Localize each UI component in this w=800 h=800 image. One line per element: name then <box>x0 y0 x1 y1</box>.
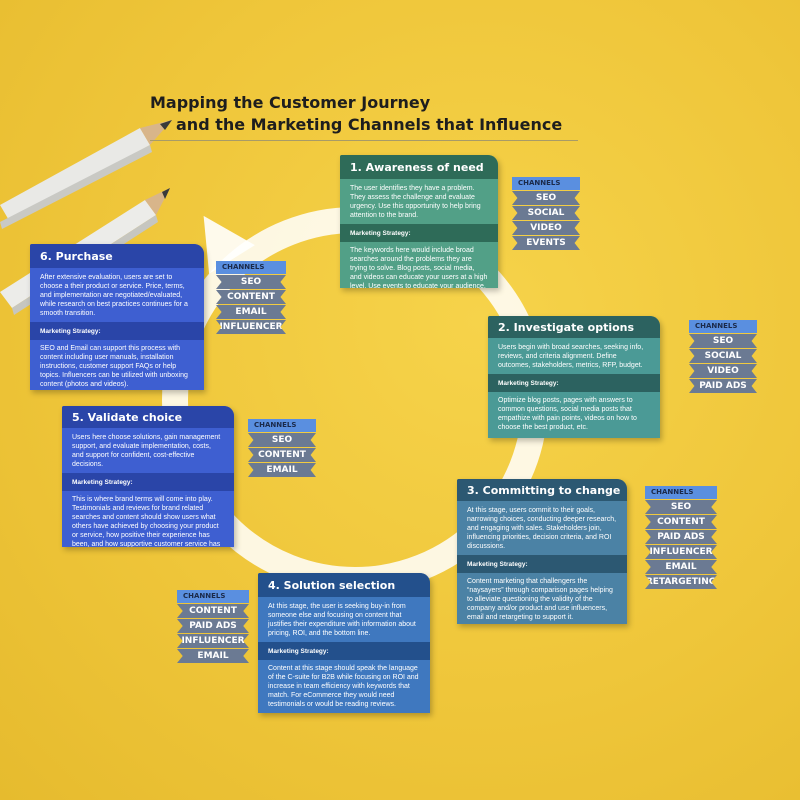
stage-card-solution-selection: 4. Solution selection At this stage, the… <box>258 573 430 713</box>
stage-description: The user identifies they have a problem.… <box>350 185 481 219</box>
channels-header: CHANNELS <box>248 419 316 432</box>
channels-header: CHANNELS <box>645 486 717 499</box>
stage-title: 3. Committing to change <box>457 479 627 501</box>
channel-tag: EMAIL <box>645 560 717 574</box>
channel-tag: EMAIL <box>248 463 316 477</box>
stage-description: Users here choose solutions, gain manage… <box>72 434 221 468</box>
channel-tag: SEO <box>645 500 717 514</box>
marketing-strategy-label: Marketing Strategy: <box>62 473 234 491</box>
channel-tag: INFLUENCER <box>645 545 717 559</box>
stage-strategy: The keywords here would include broad se… <box>350 247 488 288</box>
stage-description: Users begin with broad searches, seeking… <box>498 344 644 369</box>
stage-title: 6. Purchase <box>30 244 204 268</box>
channel-tag: CONTENT <box>177 604 249 618</box>
stage-card-investigate: 2. Investigate options Users begin with … <box>488 316 660 438</box>
channels-list-purchase: CHANNELS SEO CONTENT EMAIL INFLUENCER <box>216 261 286 334</box>
channel-tag: SEO <box>512 191 580 205</box>
stage-strategy: Optimize blog posts, pages with answers … <box>498 397 637 431</box>
channels-list-committing: CHANNELS SEO CONTENT PAID ADS INFLUENCER… <box>645 486 717 589</box>
stage-description: At this stage, the user is seeking buy-i… <box>268 603 416 637</box>
channel-tag: INFLUENCER <box>177 634 249 648</box>
channels-list-awareness: CHANNELS SEO SOCIAL VIDEO EVENTS <box>512 177 580 250</box>
channels-header: CHANNELS <box>216 261 286 274</box>
channel-tag: VIDEO <box>689 364 757 378</box>
marketing-strategy-label: Marketing Strategy: <box>457 555 627 573</box>
stage-description: At this stage, users commit to their goa… <box>467 507 617 550</box>
channel-tag: PAID ADS <box>645 530 717 544</box>
channel-tag: SEO <box>248 433 316 447</box>
stage-card-committing: 3. Committing to change At this stage, u… <box>457 479 627 624</box>
stage-title: 4. Solution selection <box>258 573 430 597</box>
stage-card-validate: 5. Validate choice Users here choose sol… <box>62 406 234 547</box>
channel-tag: EMAIL <box>177 649 249 663</box>
stage-title: 1. Awareness of need <box>340 155 498 179</box>
marketing-strategy-label: Marketing Strategy: <box>340 224 498 242</box>
channel-tag: CONTENT <box>248 448 316 462</box>
pencil-illustration <box>0 120 172 229</box>
title-line-1: Mapping the Customer Journey <box>150 93 431 112</box>
channels-header: CHANNELS <box>177 590 249 603</box>
stage-title: 5. Validate choice <box>62 406 234 428</box>
channel-tag: PAID ADS <box>689 379 757 393</box>
channels-list-validate: CHANNELS SEO CONTENT EMAIL <box>248 419 316 477</box>
channel-tag: EMAIL <box>216 305 286 319</box>
stage-description: After extensive evaluation, users are se… <box>40 274 188 317</box>
channel-tag: RETARGETING <box>645 575 717 589</box>
stage-strategy: Content at this stage should speak the l… <box>268 665 419 708</box>
stage-title: 2. Investigate options <box>488 316 660 338</box>
channel-tag: SOCIAL <box>512 206 580 220</box>
marketing-strategy-label: Marketing Strategy: <box>30 322 204 340</box>
stage-card-purchase: 6. Purchase After extensive evaluation, … <box>30 244 204 390</box>
stage-strategy: Content marketing that challengers the “… <box>467 578 613 621</box>
title-line-2: and the Marketing Channels that Influenc… <box>176 115 563 134</box>
channels-header: CHANNELS <box>512 177 580 190</box>
channel-tag: CONTENT <box>645 515 717 529</box>
stage-card-awareness: 1. Awareness of need The user identifies… <box>340 155 498 288</box>
page-title: Mapping the Customer Journey and the Mar… <box>150 92 562 136</box>
channels-header: CHANNELS <box>689 320 757 333</box>
channels-list-investigate: CHANNELS SEO SOCIAL VIDEO PAID ADS <box>689 320 757 393</box>
channel-tag: VIDEO <box>512 221 580 235</box>
channel-tag: INFLUENCER <box>216 320 286 334</box>
stage-strategy: SEO and Email can support this process w… <box>40 345 188 388</box>
channel-tag: CONTENT <box>216 290 286 304</box>
channel-tag: EVENTS <box>512 236 580 250</box>
marketing-strategy-label: Marketing Strategy: <box>258 642 430 660</box>
marketing-strategy-label: Marketing Strategy: <box>488 374 660 392</box>
title-divider <box>150 140 578 141</box>
channels-list-solution-selection: CHANNELS CONTENT PAID ADS INFLUENCER EMA… <box>177 590 249 663</box>
stage-strategy: This is where brand terms will come into… <box>72 496 221 547</box>
channel-tag: SEO <box>216 275 286 289</box>
channel-tag: SEO <box>689 334 757 348</box>
channel-tag: SOCIAL <box>689 349 757 363</box>
channel-tag: PAID ADS <box>177 619 249 633</box>
